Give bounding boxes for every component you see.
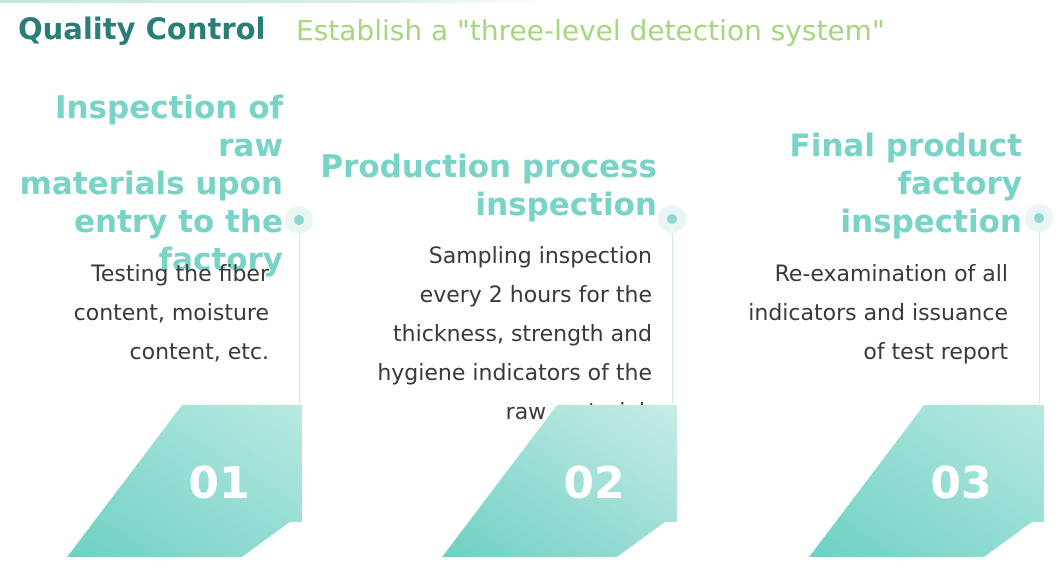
page-title: Quality Control <box>18 12 266 46</box>
step-2-description-line: thickness, strength and <box>393 322 652 347</box>
step-1-description: Testing the fiber content, moisture cont… <box>74 255 269 372</box>
step-1-description-line: content, moisture <box>73 301 269 326</box>
step-1-arrow-shape <box>67 405 302 557</box>
step-2-marker-dot <box>658 205 686 233</box>
step-3-description-line: Re-examination of all <box>774 262 1008 287</box>
step-3-number: 03 <box>930 458 992 509</box>
step-2-description: Sampling inspection every 2 hours for th… <box>377 237 652 432</box>
step-2-description-line: hygiene indicators of the <box>377 361 652 386</box>
step-3-heading: Final product factory inspection <box>790 127 1022 241</box>
step-3-heading-line: inspection <box>840 204 1022 240</box>
step-3-arrow-shape <box>809 405 1044 557</box>
step-3-connector-line <box>1039 232 1040 404</box>
step-2-heading: Production process inspection <box>320 148 657 224</box>
step-2-heading-line: Production process <box>320 149 657 185</box>
step-2-connector-line <box>672 233 673 404</box>
step-1-heading-line: Inspection of raw <box>54 90 283 164</box>
step-2-heading-line: inspection <box>475 187 657 223</box>
step-3-description-line: of test report <box>863 340 1008 365</box>
step-3-description: Re-examination of all indicators and iss… <box>748 255 1008 372</box>
step-1-connector-line <box>299 234 300 404</box>
step-2-description-line: every 2 hours for the <box>419 283 652 308</box>
step-2-arrow-shape <box>442 405 677 557</box>
step-1-heading-line: entry to the <box>73 204 283 240</box>
step-2-number: 02 <box>563 458 625 509</box>
header-divider <box>0 0 545 3</box>
step-1-heading-line: materials upon <box>19 166 283 202</box>
step-3-heading-line: Final product <box>789 128 1022 164</box>
step-1-number: 01 <box>188 458 250 509</box>
step-3-marker-dot <box>1025 204 1053 232</box>
step-1-heading-line: factory <box>158 242 283 278</box>
step-3-heading-line: factory <box>897 166 1022 202</box>
step-1-heading: Inspection of raw materials upon entry t… <box>0 89 283 279</box>
page-subtitle: Establish a "three-level detection syste… <box>296 14 885 47</box>
step-1-description-line: Testing the fiber <box>91 262 269 287</box>
step-1-description-line: content, etc. <box>129 340 269 365</box>
step-1-marker-dot <box>285 206 313 234</box>
step-2-description-line: Sampling inspection <box>428 244 652 269</box>
step-3-description-line: indicators and issuance <box>748 301 1008 326</box>
